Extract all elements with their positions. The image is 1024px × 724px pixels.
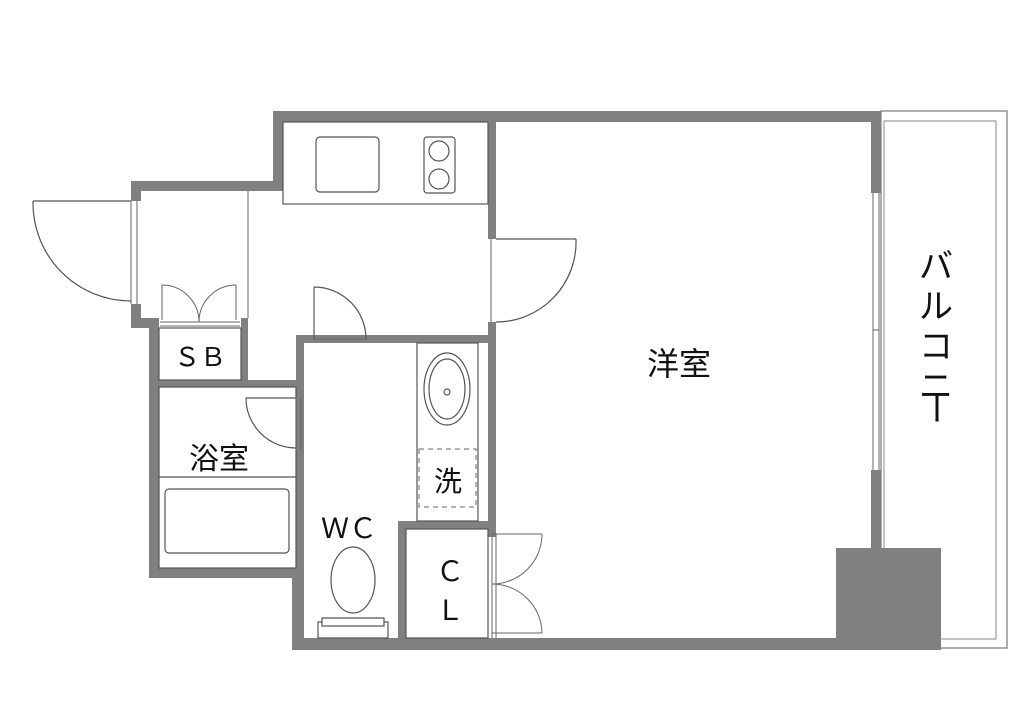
closet <box>405 528 543 639</box>
balcony-char: コ <box>919 327 953 367</box>
shoe-box <box>158 284 242 381</box>
toilet-label: ＷＣ <box>321 512 377 545</box>
toilet-icon <box>330 546 376 614</box>
kitchen <box>247 121 489 318</box>
bathroom <box>158 386 302 569</box>
washer-label: 洗 <box>434 465 462 498</box>
bathtub-icon <box>164 488 290 554</box>
balcony-char: バ <box>919 247 953 287</box>
western-room-label: 洋室 <box>647 345 711 383</box>
balcony-char: ニ <box>919 367 953 407</box>
balcony-char: ル <box>919 287 953 327</box>
closet-char: Ｃ <box>436 555 464 588</box>
closet-label: Ｃ Ｌ <box>436 555 464 627</box>
washroom <box>416 342 479 522</box>
washer-space <box>418 448 477 508</box>
bathroom-label: 浴室 <box>189 442 249 477</box>
shoe-box-label: ＳＢ <box>174 343 226 373</box>
balcony-char: ー <box>915 391 955 425</box>
sink-icon <box>315 136 380 193</box>
western-room-door[interactable] <box>490 238 577 323</box>
stove-icon <box>423 136 456 194</box>
balcony-window <box>872 193 880 470</box>
closet-char: Ｌ <box>436 594 464 627</box>
corridor-door[interactable] <box>313 286 367 340</box>
toilet-fixture <box>317 546 389 639</box>
entrance-door[interactable] <box>32 200 138 304</box>
balcony-label: バ ル コ ニ ー <box>915 247 955 425</box>
walls <box>131 111 941 650</box>
